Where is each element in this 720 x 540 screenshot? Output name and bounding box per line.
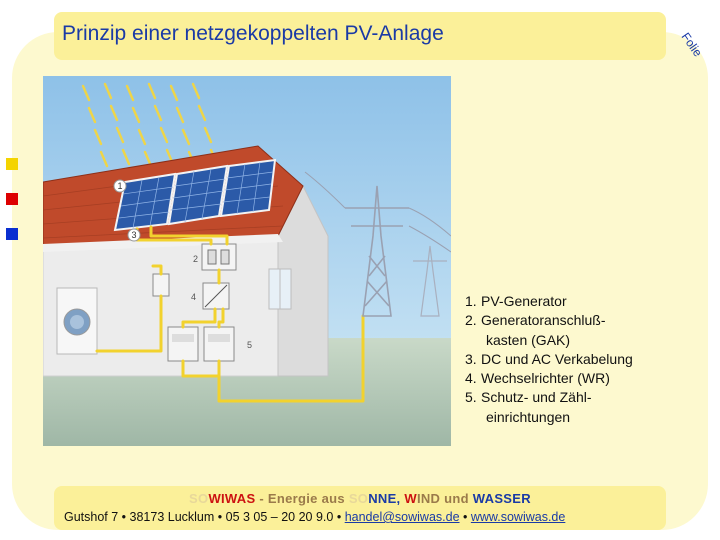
meter-box-1 xyxy=(167,326,199,362)
wiring-dc-ac xyxy=(95,225,365,403)
diagram-marker-5: 5 xyxy=(247,340,252,350)
email-link[interactable]: handel@sowiwas.de xyxy=(344,510,460,524)
svg-text:3: 3 xyxy=(131,230,136,240)
legend-item-5-continued: einrichtungen xyxy=(486,408,571,425)
contact-line: Gutshof 7 • 38173 Lucklum • 05 3 05 – 20… xyxy=(64,510,566,524)
washing-machine xyxy=(56,287,98,355)
meter-box-2 xyxy=(203,326,235,362)
sun-rays xyxy=(81,82,219,168)
legend-item-5: 5. Schutz- und Zähl- xyxy=(465,389,592,406)
website-link[interactable]: www.sowiwas.de xyxy=(470,510,566,524)
generator-junction-box xyxy=(201,243,237,271)
socket-box xyxy=(152,273,170,297)
slide-title: Prinzip einer netzgekoppelten PV-Anlage xyxy=(62,22,444,45)
legend-item-3: 3. DC und AC Verkabelung xyxy=(465,350,633,367)
component-legend: 1. PV-Generator 2. Generatoranschluß- ka… xyxy=(465,292,633,427)
title-bar xyxy=(54,12,666,60)
power-lines xyxy=(304,171,451,253)
pv-generator-panels xyxy=(113,158,277,232)
diagram-marker-1: 1 xyxy=(113,179,127,193)
diagram-marker-3: 3 xyxy=(127,228,141,242)
bullet-yellow xyxy=(6,158,18,170)
power-pylon-large xyxy=(345,185,409,317)
bullet-blue xyxy=(6,228,18,240)
svg-text:1: 1 xyxy=(117,181,122,191)
legend-item-2-continued: kasten (GAK) xyxy=(486,331,571,348)
diagram-marker-4: 4 xyxy=(191,292,196,302)
footer-bar xyxy=(54,486,666,530)
brand-slogan: SOWIWAS - Energie aus SONNE, WIND und WA… xyxy=(189,491,531,506)
legend-item-4: 4. Wechselrichter (WR) xyxy=(465,370,610,387)
bullet-red xyxy=(6,193,18,205)
legend-item-2: 2. Generatoranschluß- xyxy=(465,312,606,329)
diagram-marker-2: 2 xyxy=(193,254,198,264)
power-pylon-small xyxy=(413,245,447,317)
legend-item-1: 1. PV-Generator xyxy=(465,293,567,309)
pv-system-diagram: 1 3 2 4 5 xyxy=(43,76,451,446)
